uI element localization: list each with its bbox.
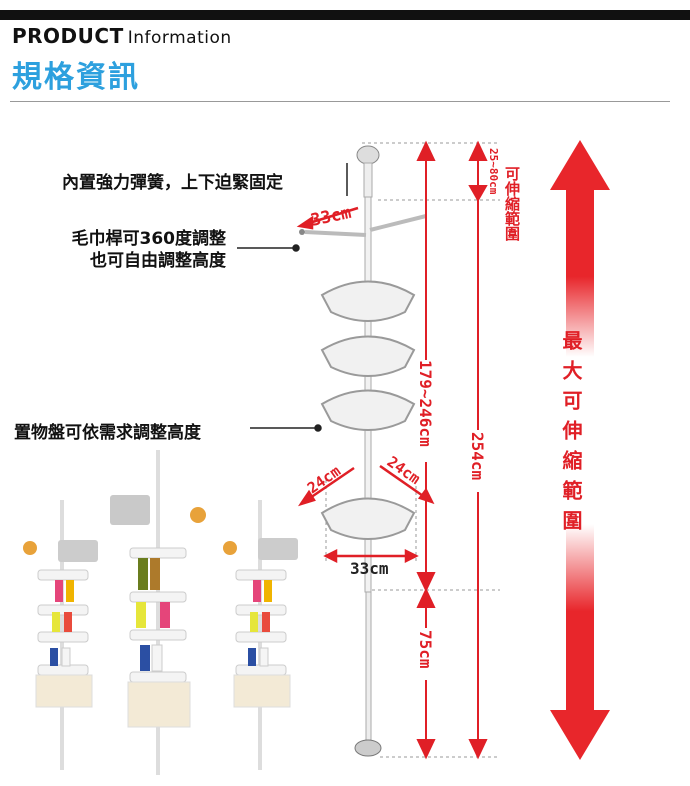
dim-tray-left-arrow	[298, 489, 316, 507]
callout-towel: 毛巾桿可360度調整 也可自由調整高度	[40, 228, 227, 272]
dim-total-text: 254cm	[468, 432, 487, 481]
trays	[320, 280, 416, 540]
big-arrow-shape	[550, 140, 610, 760]
dim-tray-left-line	[306, 466, 355, 502]
adjust-range-label: 可伸縮範圍	[503, 166, 521, 242]
tray-2	[320, 335, 416, 377]
dim-base-arrow-top	[416, 587, 436, 608]
product-dims	[296, 206, 435, 564]
dim-towel-arrow	[296, 215, 314, 230]
tray-3	[320, 389, 416, 431]
callout-spring: 內置強力彈簧，上下迫緊固定	[62, 173, 283, 193]
callout-shelf: 置物盤可依需求調整高度	[14, 423, 201, 443]
towel-leader-dot	[292, 244, 300, 252]
dim-body-arrow-top	[416, 140, 436, 161]
header-en-light: Information	[127, 28, 232, 48]
thumbnail-left	[23, 500, 98, 770]
dim-total-text-bg	[469, 430, 487, 492]
base-foot	[354, 739, 382, 757]
thumbnail-right	[223, 500, 298, 770]
callout-leaders	[237, 163, 348, 432]
header-divider	[10, 101, 670, 102]
max-range-arrow	[550, 140, 610, 760]
dim-body-text-bg	[417, 360, 435, 462]
towel-bar-left	[304, 230, 367, 237]
towel-bar-end	[299, 229, 305, 235]
header-en-bold: PRODUCT	[12, 24, 124, 48]
header-chinese: 規格資訊	[12, 60, 140, 95]
tray-1	[320, 280, 416, 322]
adjust-label-1: 可伸縮範圍	[503, 166, 521, 242]
dim-range-arrow-bottom	[468, 185, 488, 203]
dim-body-arrow-bottom	[416, 572, 436, 593]
max-range-text: 最大可伸縮範圍	[559, 330, 583, 540]
dim-base-arrow-bottom	[416, 739, 436, 760]
thumbnail-center	[110, 450, 206, 775]
dim-tray-front-text: 33cm	[350, 559, 389, 578]
dim-tray-front-arrow-l	[323, 548, 338, 564]
dim-base-text-bg	[417, 628, 435, 680]
dim-range-text: 25~80cm	[487, 148, 500, 195]
dim-body-text: 179~246cm	[416, 360, 435, 447]
dim-base-text: 75cm	[416, 630, 435, 669]
callout-towel-line2: 也可自由調整高度	[90, 251, 226, 271]
towel-bar-right	[369, 214, 427, 232]
shelf-leader-dot	[314, 424, 322, 432]
top-bar	[0, 10, 690, 20]
dim-tray-right-line	[379, 464, 427, 500]
callout-towel-line1: 毛巾桿可360度調整	[71, 229, 227, 249]
tray-4	[320, 497, 416, 540]
dim-tray-front-arrow-r	[404, 548, 419, 564]
dim-total-arrow-bottom	[468, 739, 488, 760]
dim-towel-line	[305, 206, 359, 226]
